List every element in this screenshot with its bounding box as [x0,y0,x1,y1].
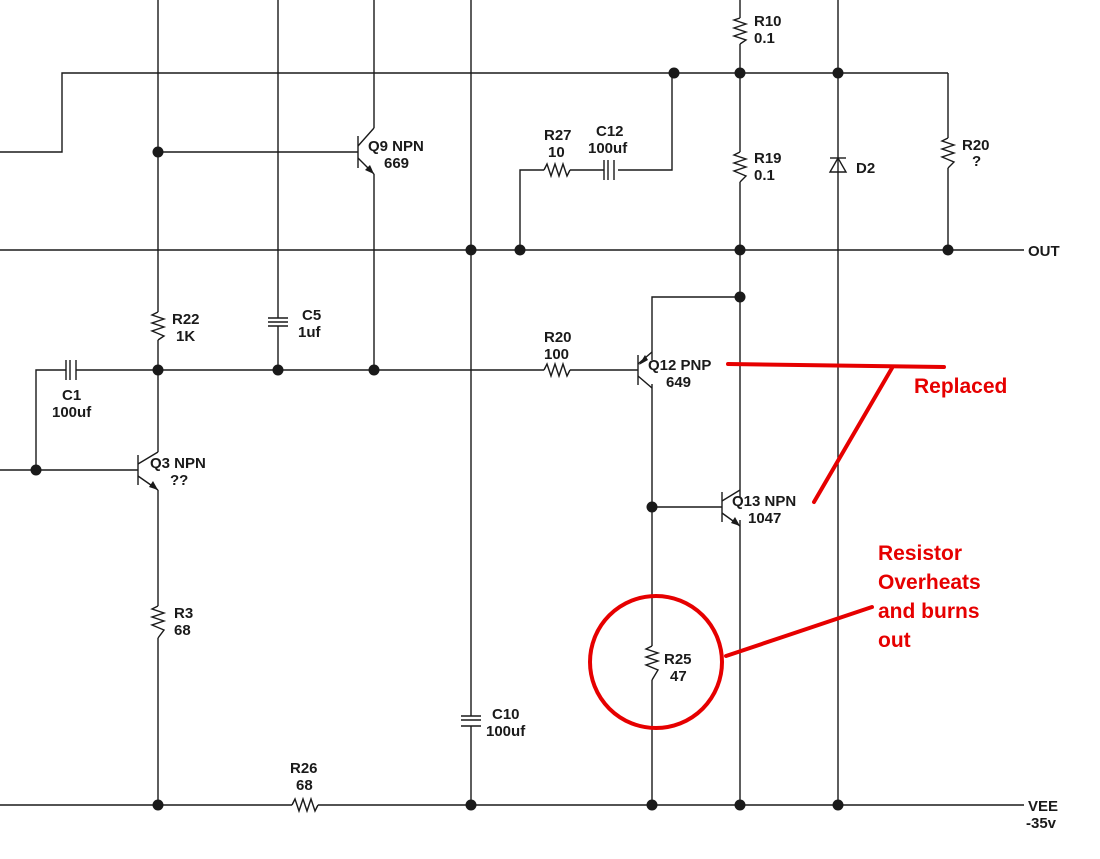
d2-name: D2 [856,160,875,177]
r3-value: 68 [174,622,191,639]
r27-name: R27 [544,127,572,144]
burnout-line-1: Resistor [878,542,962,565]
q12-name: Q12 PNP [648,357,711,374]
q13-name: Q13 NPN [732,493,796,510]
net-out-label: OUT [1028,243,1060,260]
c5-name: C5 [302,307,321,324]
r22-value: 1K [176,328,195,345]
resistor-r26: R26 68 [290,760,319,814]
resistor-r27: R27 10 [543,127,572,179]
r27-value: 10 [548,144,565,161]
burnout-line-3: and burns [878,600,980,623]
r19-value: 0.1 [754,167,775,184]
resistor-r20-out: R20 ? [939,137,990,170]
burnout-line-4: out [878,629,911,652]
capacitor-c1: C1 100uf [52,360,92,421]
resistor-r25: R25 47 [643,645,692,685]
r26-name: R26 [290,760,318,777]
q3-name: Q3 NPN [150,455,206,472]
r25-name: R25 [664,651,692,668]
r20-out-name: R20 [962,137,990,154]
q9-name: Q9 NPN [368,138,424,155]
c12-name: C12 [596,123,624,140]
transistor-q12: Q12 PNP 649 [637,351,711,391]
c1-name: C1 [62,387,81,404]
resistor-r10: R10 0.1 [731,13,782,47]
r26-value: 68 [296,777,313,794]
r22-name: R22 [172,311,200,328]
resistor-r3: R3 68 [149,605,193,639]
net-vee-value: -35v [1026,815,1057,832]
burnout-line-2: Overheats [878,571,981,594]
r20-out-value: ? [972,153,981,170]
c10-name: C10 [492,706,520,723]
wires [0,0,1024,806]
transistor-q3: Q3 NPN ?? [137,451,206,491]
q12-value: 649 [666,374,691,391]
c10-value: 100uf [486,723,526,740]
replaced-label: Replaced [914,375,1007,398]
r10-value: 0.1 [754,30,775,47]
capacitor-c10: C10 100uf [461,706,526,740]
q3-value: ?? [170,472,188,489]
r19-name: R19 [754,150,782,167]
capacitor-c12: C12 100uf [588,123,628,180]
r10-name: R10 [754,13,782,30]
r20-base-name: R20 [544,329,572,346]
replaced-annotation: Replaced [726,362,1007,504]
transistor-q9: Q9 NPN 669 [357,127,424,175]
q9-value: 669 [384,155,409,172]
diode-d2: D2 [828,154,875,180]
capacitor-c5: C5 1uf [268,307,322,341]
c5-value: 1uf [298,324,322,341]
net-vee-label: VEE [1028,798,1058,815]
r20-base-value: 100 [544,346,569,363]
resistor-r19: R19 0.1 [731,150,782,184]
c1-value: 100uf [52,404,92,421]
transistor-q13: Q13 NPN 1047 [721,489,796,527]
r3-name: R3 [174,605,193,622]
burnout-annotation: Resistor Overheats and burns out [588,542,981,730]
resistor-r20-base: R20 100 [543,329,572,379]
resistor-r22: R22 1K [149,311,200,345]
junction-dots [30,67,954,811]
c12-value: 100uf [588,140,628,157]
r25-value: 47 [670,668,687,685]
q13-value: 1047 [748,510,781,527]
